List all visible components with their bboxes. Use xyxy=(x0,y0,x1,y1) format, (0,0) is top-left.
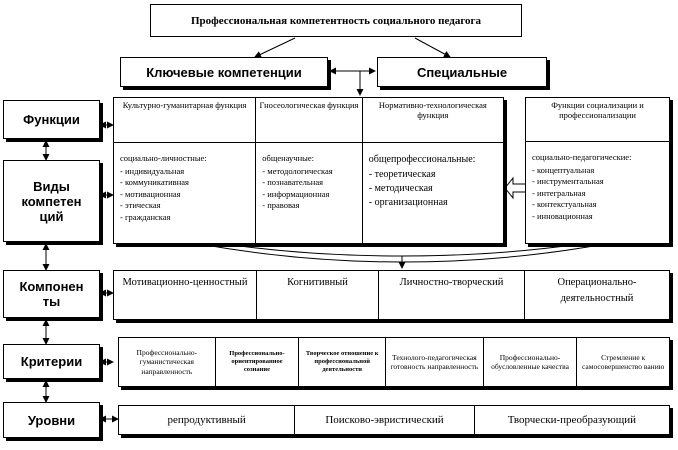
levels-row: репродуктивный Поисково-эвристический Тв… xyxy=(118,405,670,435)
list-item: мотивационная xyxy=(120,189,249,201)
side-label-competence-types: Виды компетен ций xyxy=(3,160,100,242)
list-item: теоретическая xyxy=(369,168,497,182)
criterion-cell: Технолого-педагогическая готовность напр… xyxy=(386,338,484,386)
function-cell: Гносеологическая функция xyxy=(256,98,363,142)
competence-cell: общепрофессиональные: теоретическая мето… xyxy=(363,143,503,244)
side-label-text: Функции xyxy=(23,112,80,127)
list-item: правовая xyxy=(262,200,355,212)
functions-table: Культурно-гуманитарная функция Гносеолог… xyxy=(113,97,504,244)
list-item: концептуальная xyxy=(532,165,663,177)
key-competences-box: Ключевые компетенции xyxy=(120,57,328,87)
side-label-text: Уровни xyxy=(27,412,76,428)
list-item: методическая xyxy=(369,182,497,196)
list-item: организационная xyxy=(369,196,497,210)
function-cell: Функции социализации и профессионализаци… xyxy=(526,98,669,142)
component-cell: Мотивационно-ценностный xyxy=(114,271,257,319)
component-cell: Личностно-творческий xyxy=(379,271,525,319)
list-item: познавательная xyxy=(262,177,355,189)
criterion-cell: Профессионально-ориентированное сознание xyxy=(216,338,300,386)
list-item: этическая xyxy=(120,200,249,212)
side-label-functions: Функции xyxy=(3,100,100,139)
criterion-cell: Профессионально-обусловленные качества xyxy=(484,338,578,386)
components-row: Мотивационно-ценностный Когнитивный Личн… xyxy=(113,270,670,320)
special-text: Специальные xyxy=(416,64,508,80)
side-label-text: Виды компетен ций xyxy=(21,178,82,224)
competence-cell: социально-личностные: индивидуальная ком… xyxy=(114,143,257,244)
list-item: гражданская xyxy=(120,212,249,224)
list-item: интегральная xyxy=(532,188,663,200)
diagram-title: Профессиональная компетентность социальн… xyxy=(150,4,522,37)
arrow-title-to-special xyxy=(414,37,451,58)
criterion-cell: Стремление к самосовершенство ванию xyxy=(581,352,665,372)
list-item: индивидуальная xyxy=(120,166,249,178)
component-cell: Операционально-деятельностный xyxy=(557,277,637,304)
list-item: инструментальная xyxy=(532,176,663,188)
side-label-criteria: Критерии xyxy=(3,344,100,379)
side-label-text: Критерии xyxy=(20,354,83,369)
title-text: Профессиональная компетентность социальн… xyxy=(190,14,482,27)
component-cell: Когнитивный xyxy=(257,271,379,319)
level-cell: Поисково-эвристический xyxy=(295,406,475,434)
special-box: Специальные xyxy=(377,57,547,87)
key-competences-text: Ключевые компетенции xyxy=(146,64,302,80)
socialization-table: Функции социализации и профессионализаци… xyxy=(525,97,670,244)
function-cell: Нормативно-технологическая функция xyxy=(378,100,487,120)
criteria-row: Профессионально-гуманистическая направле… xyxy=(118,337,670,387)
side-label-text: Компонен ты xyxy=(19,279,84,309)
list-item: информационная xyxy=(262,189,355,201)
list-item: контекстуальная xyxy=(532,199,663,211)
competence-cell: общенаучные: методологическая познавател… xyxy=(256,143,363,244)
list-item: инновационная xyxy=(532,211,663,223)
list-item: коммуникативная xyxy=(120,177,249,189)
criterion-cell: Творческое отношение к профессиональной … xyxy=(299,338,387,386)
competence-cell: социально-педагогические: концептуальная… xyxy=(526,142,669,223)
list-item: методологическая xyxy=(262,166,355,178)
side-label-levels: Уровни xyxy=(3,402,100,438)
arrow-title-to-key xyxy=(254,37,296,58)
side-label-components: Компонен ты xyxy=(3,270,100,318)
level-cell: Творчески-преобразующий xyxy=(507,414,636,426)
level-cell: репродуктивный xyxy=(119,406,296,434)
function-cell: Культурно-гуманитарная функция xyxy=(114,98,257,142)
criterion-cell: Профессионально-гуманистическая направле… xyxy=(119,338,216,386)
